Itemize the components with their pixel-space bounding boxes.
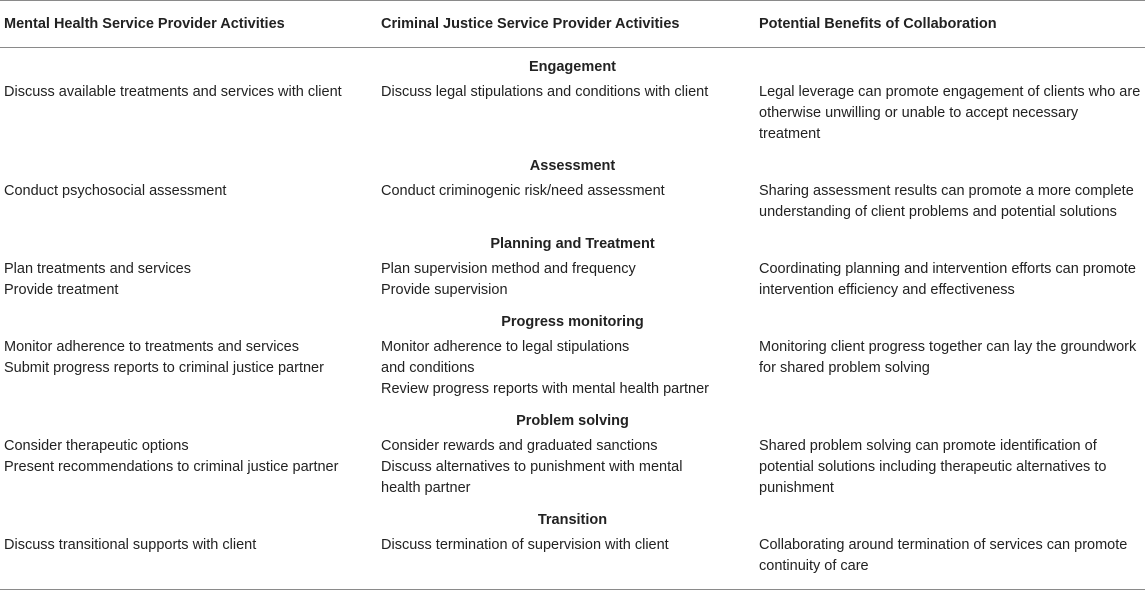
section-row: Engagement — [0, 48, 1145, 83]
header-row: Mental Health Service Provider Activitie… — [0, 0, 1145, 48]
section-title-engagement: Engagement — [528, 59, 616, 75]
activity-line: Consider therapeutic options — [4, 438, 189, 454]
table-row: Consider therapeutic options Present rec… — [0, 436, 1145, 500]
activity-line: Conduct psychosocial assessment — [4, 183, 227, 199]
section-row: Planning and Treatment — [0, 224, 1145, 259]
table-row: Discuss transitional supports with clien… — [0, 535, 1145, 590]
mental-health-cell: Consider therapeutic options Present rec… — [0, 436, 377, 500]
section-row: Problem solving — [0, 401, 1145, 436]
activity-line: Consider rewards and graduated sanctions — [381, 438, 658, 454]
activity-line: Discuss transitional supports with clien… — [4, 537, 257, 553]
mental-health-cell: Plan treatments and services Provide tre… — [0, 259, 377, 302]
activity-line: Discuss available treatments and service… — [4, 84, 342, 100]
activity-line: Present recommendations to criminal just… — [4, 459, 339, 475]
mental-health-cell: Monitor adherence to treatments and serv… — [0, 337, 377, 401]
benefit-cell: Shared problem solving can promote ident… — [755, 436, 1145, 500]
criminal-justice-cell: Discuss legal stipulations and condition… — [377, 82, 755, 146]
section-row: Transition — [0, 500, 1145, 535]
benefit-cell: Legal leverage can promote engagement of… — [755, 82, 1145, 146]
criminal-justice-cell: Monitor adherence to legal stipulations … — [377, 337, 755, 401]
activity-line: Provide treatment — [4, 282, 119, 298]
activity-line: and conditions — [381, 360, 475, 376]
activity-line: Plan supervision method and frequency — [381, 261, 636, 277]
section-title-assessment: Assessment — [529, 158, 616, 174]
activity-line: Provide supervision — [381, 282, 508, 298]
section-row: Assessment — [0, 146, 1145, 181]
mental-health-cell: Discuss transitional supports with clien… — [0, 535, 377, 590]
activity-line: Monitor adherence to treatments and serv… — [4, 339, 299, 355]
table-row: Plan treatments and services Provide tre… — [0, 259, 1145, 302]
benefit-text: Monitoring client progress together can … — [759, 339, 1137, 376]
criminal-justice-cell: Discuss termination of supervision with … — [377, 535, 755, 590]
activity-line: Monitor adherence to legal stipulations — [381, 339, 630, 355]
criminal-justice-cell: Plan supervision method and frequency Pr… — [377, 259, 755, 302]
benefit-text: Legal leverage can promote engagement of… — [759, 84, 1141, 142]
mental-health-cell: Discuss available treatments and service… — [0, 82, 377, 146]
header-mental-health: Mental Health Service Provider Activitie… — [0, 0, 377, 48]
section-title-transition: Transition — [537, 512, 608, 528]
section-title-problem-solving: Problem solving — [516, 413, 629, 429]
activity-line: Plan treatments and services — [4, 261, 191, 277]
activity-line: Discuss termination of supervision with … — [381, 537, 669, 553]
benefit-cell: Sharing assessment results can promote a… — [755, 181, 1145, 224]
benefit-cell: Coordinating planning and intervention e… — [755, 259, 1145, 302]
criminal-justice-cell: Conduct criminogenic risk/need assessmen… — [377, 181, 755, 224]
activity-line: health partner — [381, 480, 471, 496]
criminal-justice-cell: Consider rewards and graduated sanctions… — [377, 436, 755, 500]
benefit-cell: Monitoring client progress together can … — [755, 337, 1145, 401]
activity-line: Discuss alternatives to punishment with … — [381, 459, 683, 475]
table-row: Monitor adherence to treatments and serv… — [0, 337, 1145, 401]
benefit-text: Shared problem solving can promote ident… — [759, 438, 1107, 496]
section-row: Progress monitoring — [0, 302, 1145, 337]
header-benefits: Potential Benefits of Collaboration — [755, 0, 1145, 48]
benefit-cell: Collaborating around termination of serv… — [755, 535, 1145, 590]
header-criminal-justice: Criminal Justice Service Provider Activi… — [377, 0, 755, 48]
section-title-progress: Progress monitoring — [501, 314, 644, 330]
benefit-text: Collaborating around termination of serv… — [759, 537, 1128, 574]
activity-line: Discuss legal stipulations and condition… — [381, 84, 709, 100]
activity-line: Review progress reports with mental heal… — [381, 381, 710, 397]
activity-line: Submit progress reports to criminal just… — [4, 360, 324, 376]
benefit-text: Coordinating planning and intervention e… — [759, 261, 1136, 298]
table-row: Conduct psychosocial assessment Conduct … — [0, 181, 1145, 224]
section-title-planning: Planning and Treatment — [490, 236, 655, 252]
activity-line: Conduct criminogenic risk/need assessmen… — [381, 183, 665, 199]
table-row: Discuss available treatments and service… — [0, 82, 1145, 146]
benefit-text: Sharing assessment results can promote a… — [759, 183, 1134, 220]
mental-health-cell: Conduct psychosocial assessment — [0, 181, 377, 224]
